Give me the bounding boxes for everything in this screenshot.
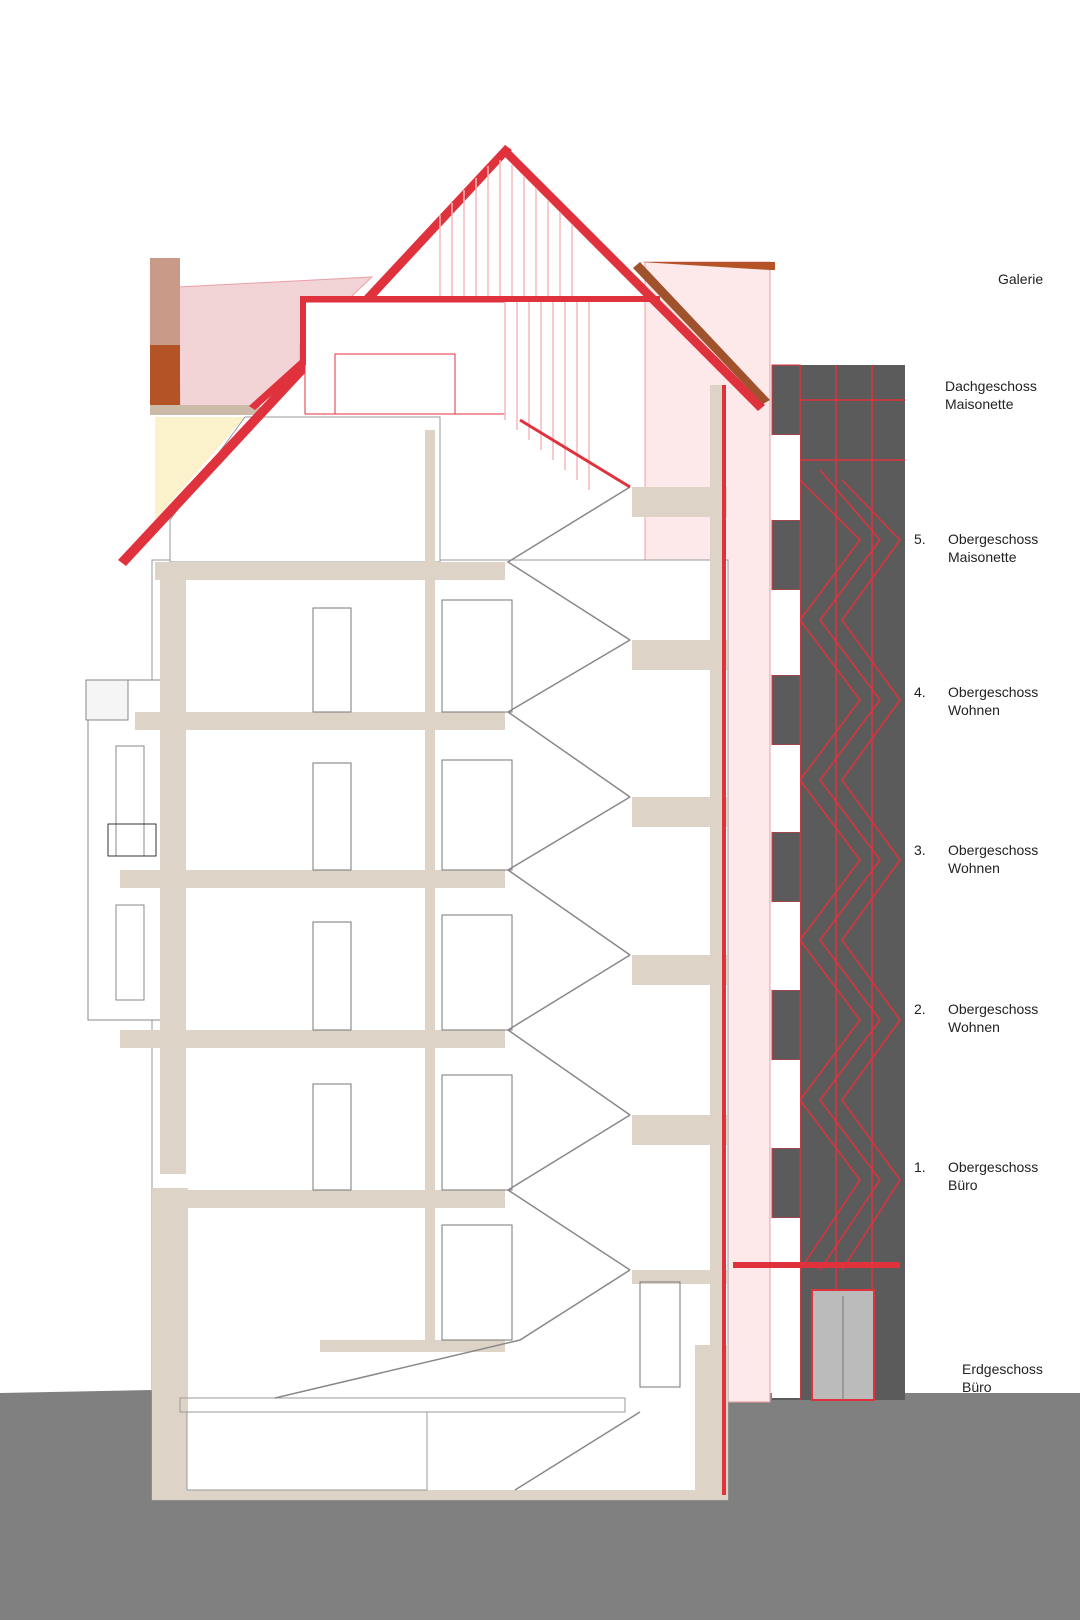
annex-roof [640,262,775,270]
balcony-rail [107,823,157,857]
label-dachgeschoss: Dachgeschoss Maisonette [945,377,1037,413]
roof-hatch [439,160,573,300]
floor-name: Obergeschoss [948,1001,1039,1017]
floor-number: 1. [914,1159,926,1175]
floor-name: Erdgeschoss [962,1361,1043,1377]
floor-number: 4. [914,684,926,700]
new-facade-line [722,385,726,1495]
main-roof-right [500,145,765,411]
cornice [150,405,260,415]
basement-window [186,1411,428,1491]
floor-use: Wohnen [948,702,1000,718]
label-erdgeschoss: Erdgeschoss Büro [962,1360,1043,1396]
walls [152,385,728,1500]
label-og2: 2. Obergeschoss Wohnen [914,1000,1039,1036]
annex-roof-slope [633,262,770,404]
entrance-canopy [733,1262,900,1268]
floor-use: Wohnen [948,860,1000,876]
floor-use: Maisonette [948,549,1017,565]
label-og5: 5. Obergeschoss Maisonette [914,530,1039,566]
label-galerie: Galerie [998,270,1043,288]
stair-runs [274,486,641,1491]
floor-number: 2. [914,1001,926,1017]
floor-name: Obergeschoss [948,684,1039,700]
galerie-room [304,301,506,415]
new-stair [519,418,631,489]
tower-gaps [772,435,800,1398]
floor-use: Büro [962,1379,992,1395]
floor-use: Büro [948,1177,978,1193]
galerie-floor [300,296,660,302]
label-og4: 4. Obergeschoss Wohnen [914,683,1039,719]
label-og1: 1. Obergeschoss Büro [914,1158,1039,1194]
galerie-furniture [334,353,456,415]
interior-doors [312,599,681,1388]
floor-use: Maisonette [945,396,1014,412]
facade-bay-upper [85,679,129,721]
dormer-roof [249,296,380,410]
floor-name: Obergeschoss [948,842,1039,858]
chimney-lower [150,345,180,410]
gable-wall [155,417,245,520]
label-og3: 3. Obergeschoss Wohnen [914,841,1039,877]
floor-name: Obergeschoss [948,1159,1039,1175]
floor-number: 3. [914,842,926,858]
floor-number: 5. [914,531,926,547]
floor-name: Obergeschoss [948,531,1039,547]
chimney-upper [150,258,180,346]
floor-name: Dachgeschoss [945,378,1037,394]
floor-name: Galerie [998,271,1044,287]
window-left [115,904,145,1001]
galerie-stair-hatch [504,302,590,490]
floor-use: Wohnen [948,1019,1000,1035]
